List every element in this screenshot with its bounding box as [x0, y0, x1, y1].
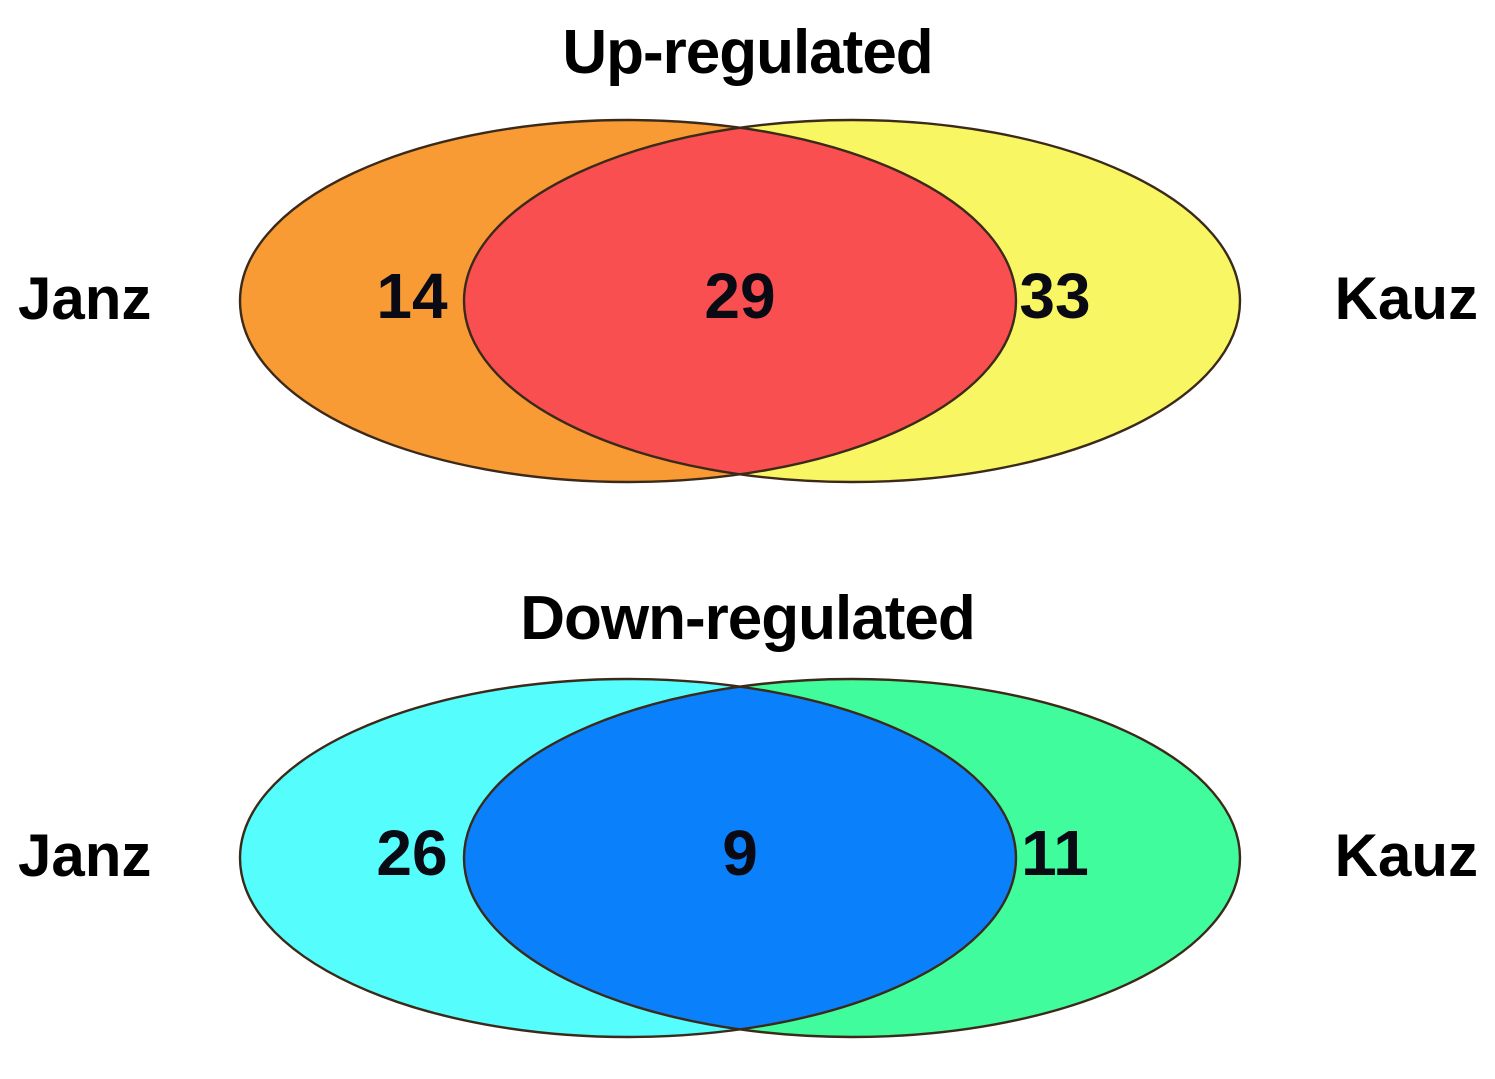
page-title-down-regulated: Down-regulated — [520, 584, 975, 653]
venn-count-left-only-up: 14 — [376, 260, 448, 332]
venn-set-label-left-down: Janz — [18, 822, 151, 889]
venn-left-outline-down — [238, 677, 1018, 1039]
venn-diagram-up-regulated: 14 29 33 Janz Kauz — [18, 118, 1478, 484]
venn-set-label-left-up: Janz — [18, 265, 151, 332]
venn-count-right-only-up: 33 — [1019, 260, 1090, 332]
venn-count-right-only-down: 11 — [1021, 817, 1089, 889]
venn-intersection-down — [464, 679, 1016, 1037]
venn-set-label-right-down: Kauz — [1335, 822, 1478, 889]
venn-right-outline-down — [462, 677, 1242, 1039]
panel-down-regulated: Down-regulated 26 9 11 Janz Kauz — [0, 540, 1495, 1079]
venn-left-outline-up — [238, 118, 1018, 484]
venn-count-intersection-down: 9 — [722, 817, 758, 889]
panel-up-regulated: Up-regulated 14 29 — [18, 18, 1478, 484]
venn-count-left-only-down: 26 — [376, 817, 447, 889]
venn-diagram-down-regulated: 26 9 11 Janz Kauz — [18, 677, 1478, 1039]
venn-count-intersection-up: 29 — [704, 260, 775, 332]
venn-right-outline-up — [462, 118, 1242, 484]
venn-set-label-right-up: Kauz — [1335, 265, 1478, 332]
venn-intersection-up — [464, 120, 1016, 482]
page-title-up-regulated: Up-regulated — [562, 18, 933, 87]
